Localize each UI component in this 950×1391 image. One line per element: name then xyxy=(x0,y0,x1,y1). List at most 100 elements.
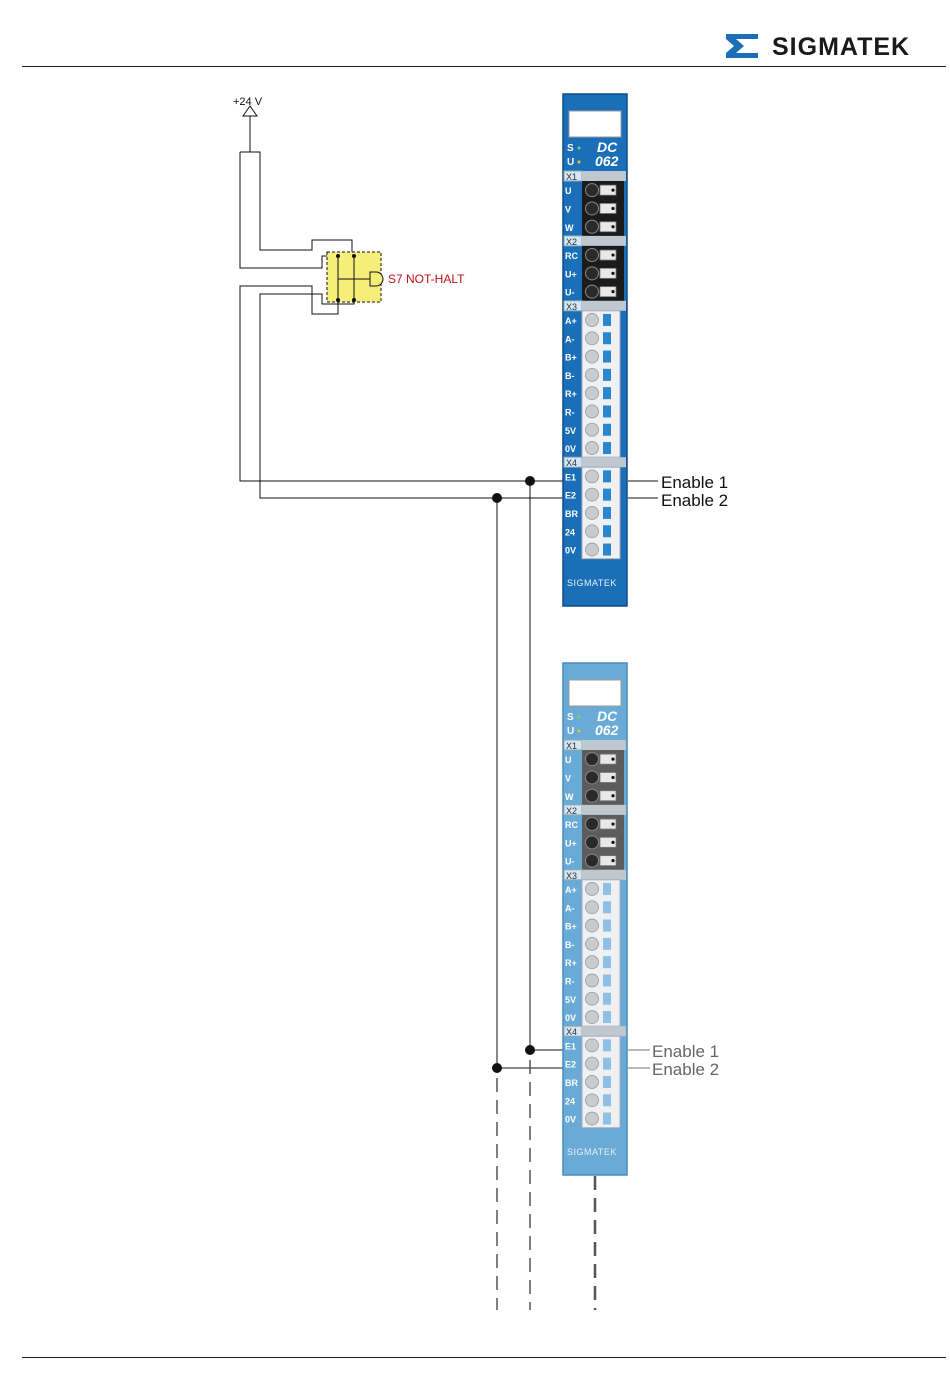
release-tab xyxy=(603,1113,611,1125)
release-tab xyxy=(603,351,611,363)
module-footer-brand: SIGMATEK xyxy=(567,578,617,588)
release-tab xyxy=(603,424,611,436)
release-tab xyxy=(603,525,611,537)
release-tab xyxy=(603,938,611,950)
screw-terminal xyxy=(586,249,599,262)
screw-terminal xyxy=(586,753,599,766)
junction-dots xyxy=(492,476,535,1073)
release-tab xyxy=(603,332,611,344)
top-enable1-label: Enable 1 xyxy=(661,473,728,492)
pin-label: RC xyxy=(565,251,578,261)
slot-dot xyxy=(611,253,614,256)
connector-rail xyxy=(582,870,626,880)
pin-label: B- xyxy=(565,940,575,950)
top-enable2-label: Enable 2 xyxy=(661,491,728,510)
pin-label: BR xyxy=(565,509,578,519)
screw-terminal xyxy=(586,267,599,280)
status-label: S xyxy=(567,143,574,154)
module-name: 062 xyxy=(595,153,619,169)
pin-label: 0V xyxy=(565,546,576,556)
pin-label: R- xyxy=(565,976,575,986)
slot-dot xyxy=(611,272,614,275)
screw-terminal xyxy=(586,818,599,831)
slot-dot xyxy=(611,859,614,862)
spring-terminal xyxy=(586,470,599,483)
spring-terminal xyxy=(586,1094,599,1107)
slot-dot xyxy=(611,794,614,797)
emergency-stop-switch: S7 NOT-HALT xyxy=(327,252,465,302)
spring-terminal xyxy=(586,405,599,418)
pin-label: E2 xyxy=(565,1060,576,1070)
module-footer-brand: SIGMATEK xyxy=(567,1147,617,1157)
bottom-enable1-label: Enable 1 xyxy=(652,1042,719,1061)
slot-dot xyxy=(611,189,614,192)
connector-id: X4 xyxy=(566,458,577,468)
spring-terminal xyxy=(586,992,599,1005)
slot-dot xyxy=(611,841,614,844)
release-tab xyxy=(603,470,611,482)
connector-rail xyxy=(582,1026,626,1036)
release-tab xyxy=(603,314,611,326)
screw-terminal xyxy=(586,836,599,849)
pin-label: V xyxy=(565,204,571,214)
slot-dot xyxy=(611,776,614,779)
spring-terminal xyxy=(586,1057,599,1070)
slot-dot xyxy=(611,225,614,228)
connector-rail xyxy=(582,301,626,311)
release-tab xyxy=(603,544,611,556)
spring-terminal xyxy=(586,350,599,363)
release-tab xyxy=(603,405,611,417)
screw-terminal xyxy=(586,202,599,215)
connector-id: X2 xyxy=(566,806,577,816)
release-tab xyxy=(603,1011,611,1023)
pin-label: V xyxy=(565,773,571,783)
connector-id: X3 xyxy=(566,871,577,881)
connector-id: X4 xyxy=(566,1027,577,1037)
spring-terminal xyxy=(586,313,599,326)
bottom-enable2-label: Enable 2 xyxy=(652,1060,719,1079)
pin-label: U+ xyxy=(565,838,577,848)
screw-terminal xyxy=(586,771,599,784)
status-led xyxy=(578,147,581,150)
release-tab xyxy=(603,1094,611,1106)
slot-dot xyxy=(611,290,614,293)
pin-label: R+ xyxy=(565,958,577,968)
pin-label: A- xyxy=(565,334,575,344)
pin-label: 0V xyxy=(565,1013,576,1023)
release-tab xyxy=(603,901,611,913)
slot-dot xyxy=(611,207,614,210)
pin-label: U+ xyxy=(565,269,577,279)
spring-terminal xyxy=(586,937,599,950)
module-name: 062 xyxy=(595,722,619,738)
connector-id: X3 xyxy=(566,302,577,312)
release-tab xyxy=(603,442,611,454)
pin-label: 24 xyxy=(565,1096,575,1106)
module-top: SUDC062X1UVWX2RCU+U-X3A+A-B+B-R+R-5V0VX4… xyxy=(563,94,627,606)
spring-terminal xyxy=(586,1011,599,1024)
release-tab xyxy=(603,956,611,968)
screw-terminal xyxy=(586,285,599,298)
spring-terminal xyxy=(586,956,599,969)
connector-rail xyxy=(582,236,626,246)
spring-terminal xyxy=(586,387,599,400)
spring-terminal xyxy=(586,543,599,556)
status-led xyxy=(578,716,581,719)
pin-label: 0V xyxy=(565,444,576,454)
spring-terminal xyxy=(586,332,599,345)
connector-rail xyxy=(582,805,626,815)
slot-dot xyxy=(611,822,614,825)
screw-terminal xyxy=(586,854,599,867)
pin-label: R- xyxy=(565,407,575,417)
pin-label: B- xyxy=(565,371,575,381)
spring-terminal xyxy=(586,919,599,932)
release-tab xyxy=(603,387,611,399)
module-display xyxy=(569,111,621,137)
switch-label: S7 NOT-HALT xyxy=(388,272,465,286)
release-tab xyxy=(603,920,611,932)
spring-terminal xyxy=(586,506,599,519)
release-tab xyxy=(603,369,611,381)
spring-terminal xyxy=(586,882,599,895)
release-tab xyxy=(603,1058,611,1070)
screw-terminal xyxy=(586,789,599,802)
